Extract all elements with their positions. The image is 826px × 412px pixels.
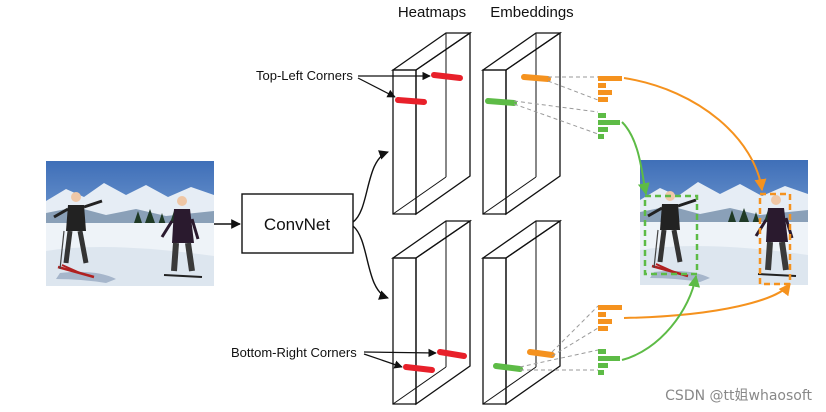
convnet-label: ConvNet xyxy=(264,215,330,234)
embedding-vector-top-green xyxy=(598,113,620,139)
grouping-curve-top-green xyxy=(621,121,650,196)
grouping-curve-bottom-orange xyxy=(623,283,791,319)
bottom-right-pointer-1 xyxy=(363,348,437,358)
top-left-corners-label: Top-Left Corners xyxy=(256,68,353,83)
embedding-mark-bottom-orange xyxy=(527,349,555,358)
grouping-curve-bottom-green xyxy=(621,274,701,361)
embedding-vector-top-orange xyxy=(598,76,622,102)
embedding-box-bottom xyxy=(480,219,563,406)
projection-lines xyxy=(513,76,599,371)
embedding-vector-bottom-orange xyxy=(598,305,622,331)
convnet-box xyxy=(241,193,354,254)
output-photo xyxy=(640,160,808,285)
watermark-text: CSDN @tt姐whaosoft xyxy=(665,388,812,404)
grouping-curve-top-orange xyxy=(623,77,767,192)
embeddings-header: Embeddings xyxy=(490,4,573,21)
embedding-mark-top-green xyxy=(485,98,517,106)
branch-arrow-top xyxy=(352,150,389,223)
heatmap-mark-bottom-1 xyxy=(437,349,467,359)
embedding-mark-bottom-green xyxy=(493,363,523,372)
heatmap-mark-bottom-2 xyxy=(403,364,435,373)
top-left-pointer-2 xyxy=(357,77,396,98)
embedding-box-top xyxy=(480,31,563,216)
bottom-right-pointer-2 xyxy=(363,353,403,369)
heatmap-box-bottom xyxy=(390,219,473,406)
branch-arrow-bottom xyxy=(352,225,389,300)
heatmap-mark-top-1 xyxy=(431,72,463,81)
output-bbox-green xyxy=(643,194,699,276)
heatmaps-header: Heatmaps xyxy=(398,4,466,21)
heatmap-box-top xyxy=(390,31,473,216)
input-photo xyxy=(46,161,214,286)
output-bbox-orange xyxy=(758,192,792,286)
heatmap-mark-top-2 xyxy=(395,97,427,105)
bottom-right-corners-label: Bottom-Right Corners xyxy=(231,345,357,360)
embedding-vector-bottom-green xyxy=(598,349,620,375)
embedding-mark-top-orange xyxy=(521,74,551,82)
